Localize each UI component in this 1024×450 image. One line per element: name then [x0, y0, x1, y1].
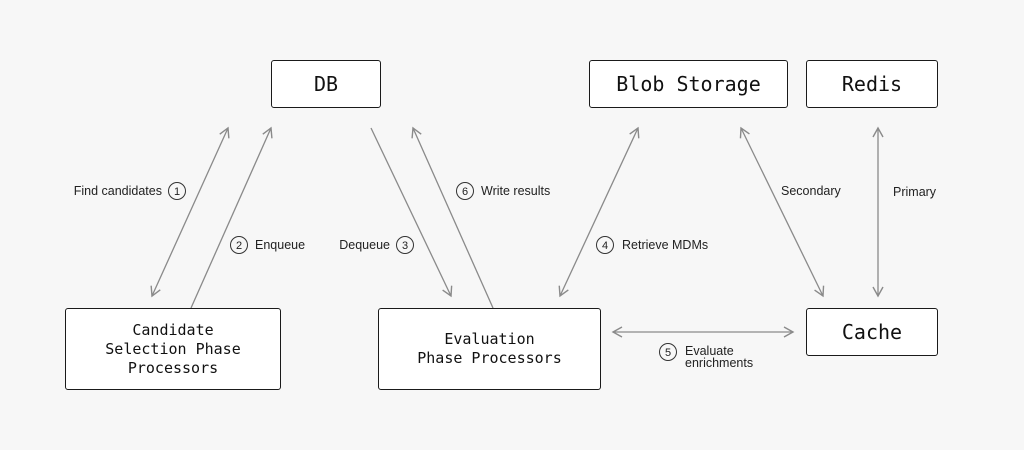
db-node: DB: [271, 60, 381, 108]
secondary-arrow: [739, 126, 825, 298]
step-3-number: 3: [402, 240, 408, 252]
dequeue-arrow: [370, 127, 453, 298]
step-2-number: 2: [236, 240, 242, 252]
step-6-number: 6: [462, 186, 468, 198]
step-4-marker: [596, 236, 614, 254]
enqueue-arrow: [190, 126, 273, 309]
dequeue-label: Dequeue: [339, 238, 390, 252]
candidate-selection-node: Candidate Selection Phase Processors: [65, 308, 281, 390]
step-4-number: 4: [602, 240, 608, 252]
find-candidates-arrow: [150, 126, 230, 298]
step-1-number: 1: [174, 186, 180, 198]
cache-node: Cache: [806, 308, 938, 356]
step-1-marker: [168, 182, 186, 200]
step-5-marker: [659, 343, 677, 361]
secondary-label: Secondary: [781, 184, 842, 198]
step-3-marker: [396, 236, 414, 254]
write-results-label: Write results: [481, 184, 550, 198]
step-5-number: 5: [665, 347, 671, 359]
enqueue-label: Enqueue: [255, 238, 305, 252]
step-6-marker: [456, 182, 474, 200]
blob-storage-node: Blob Storage: [589, 60, 788, 108]
primary-label: Primary: [893, 185, 937, 199]
retrieve-mdms-label: Retrieve MDMs: [622, 238, 708, 252]
evaluate-enrichments-label-line1: Evaluate: [685, 344, 734, 358]
retrieve-mdms-arrow: [558, 126, 640, 298]
find-candidates-label: Find candidates: [74, 184, 162, 198]
write-results-arrow: [411, 126, 494, 309]
evaluate-enrichments-label-line2: enrichments: [685, 356, 753, 370]
step-2-marker: [230, 236, 248, 254]
redis-node: Redis: [806, 60, 938, 108]
evaluation-phase-node: Evaluation Phase Processors: [378, 308, 601, 390]
